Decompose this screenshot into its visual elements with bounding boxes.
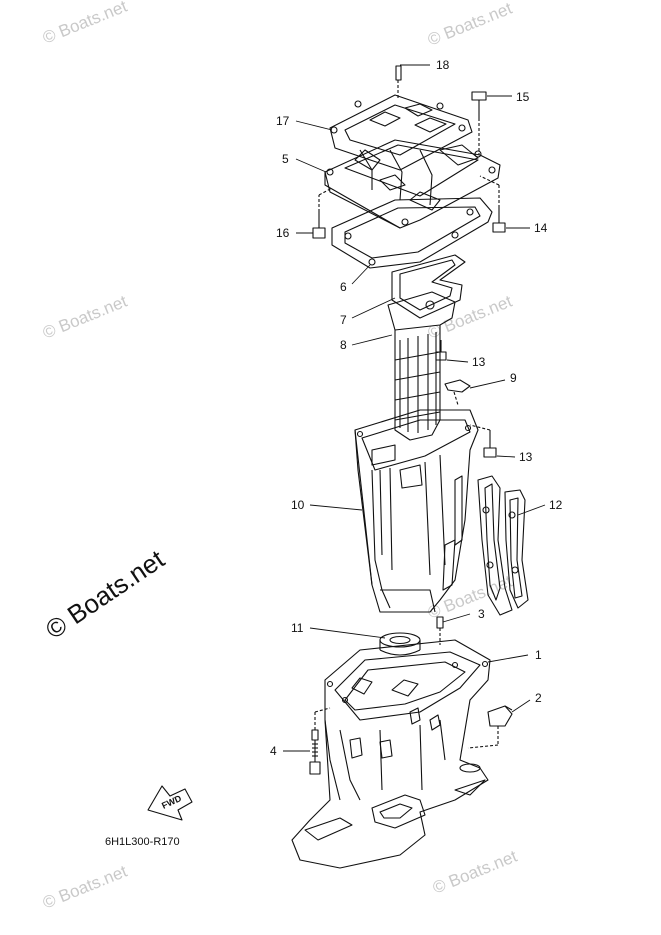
part-14-bolt (479, 175, 506, 233)
part-18-pin (395, 65, 402, 98)
part-2-cap (467, 705, 513, 749)
part-label-11: 11 (291, 621, 304, 635)
part-label-5: 5 (282, 152, 289, 166)
part-label-9: 9 (510, 371, 517, 385)
part-label-3: 3 (478, 607, 485, 621)
fwd-label: FWD (160, 793, 183, 811)
part-label-7: 7 (340, 313, 347, 327)
part-4-bolt (309, 707, 331, 775)
part-label-18: 18 (436, 58, 450, 72)
part-10-upper-casing (354, 409, 479, 613)
fwd-arrow: FWD (147, 785, 193, 821)
part-label-15: 15 (516, 90, 530, 104)
part-label-12: 12 (549, 498, 563, 512)
part-9-clip (444, 379, 471, 406)
part-label-13: 13 (472, 355, 486, 369)
part-label-4: 4 (270, 744, 277, 758)
drawing-code: 6H1L300-R170 (105, 836, 180, 848)
part-label-13: 13 (519, 450, 533, 464)
part-17-gasket (329, 94, 473, 171)
part-5-mount-housing (324, 139, 501, 229)
part-13-bolt-lower (469, 424, 497, 458)
part-13-bolt-upper (435, 340, 447, 361)
part-label-6: 6 (340, 280, 347, 294)
part-6-gasket (331, 197, 493, 269)
part-3-dowel (436, 616, 444, 645)
part-label-1: 1 (535, 648, 542, 662)
part-label-14: 14 (534, 221, 548, 235)
leader-lines (283, 64, 546, 752)
part-12-seal (477, 475, 529, 616)
part-15-bolt (471, 91, 487, 155)
part-label-17: 17 (276, 114, 290, 128)
part-label-10: 10 (291, 498, 305, 512)
part-label-8: 8 (340, 338, 347, 352)
part-7-gasket (391, 254, 466, 319)
part-16-bolt (312, 187, 333, 239)
part-1-lower-casing (291, 639, 491, 869)
part-label-2: 2 (535, 691, 542, 705)
part-label-16: 16 (276, 226, 290, 240)
part-8-exhaust-guide (387, 291, 456, 441)
